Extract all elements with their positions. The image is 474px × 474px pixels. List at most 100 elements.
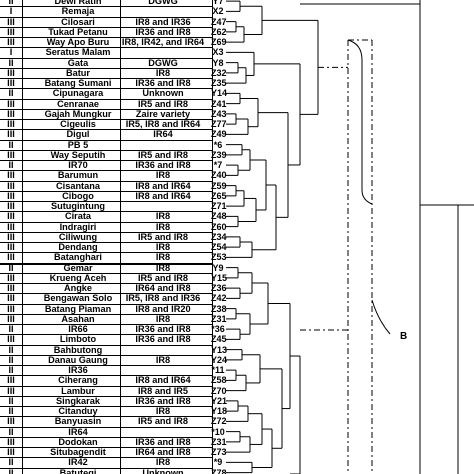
row-divider xyxy=(0,47,212,49)
row-divider xyxy=(0,180,212,182)
variety-cell: Batang Sumani xyxy=(44,78,112,88)
code-cell: X2 xyxy=(212,6,224,17)
resistance-cell: IR64 xyxy=(153,129,173,140)
variety-cell: Asahan xyxy=(61,313,95,324)
row-divider xyxy=(0,98,212,100)
variety-cell: Lambur xyxy=(61,385,95,396)
group-cell: III xyxy=(7,211,15,222)
row-divider xyxy=(0,385,212,387)
row-divider xyxy=(0,467,212,469)
row-divider xyxy=(0,283,212,284)
group-cell: II xyxy=(8,467,14,474)
resistance-cell: IR8 and IR36 xyxy=(135,16,191,27)
row-divider xyxy=(0,201,212,202)
group-cell: II xyxy=(8,160,14,170)
variety-cell: Cibogo xyxy=(62,190,94,201)
group-cell: III xyxy=(7,108,15,119)
group-cell: III xyxy=(7,375,15,386)
group-cell: III xyxy=(7,252,15,263)
variety-cell: Gajah Mungkur xyxy=(44,108,112,119)
resistance-cell: IR36 and IR8 xyxy=(135,334,191,345)
code-cell: Z70 xyxy=(211,385,227,396)
code-cell: Z62 xyxy=(211,26,227,37)
group-cell: III xyxy=(7,98,15,109)
resistance-cell: IR8 xyxy=(155,67,171,78)
variety-cell: Banyuasin xyxy=(54,416,102,427)
code-cell: Y21 xyxy=(211,395,228,406)
row-divider xyxy=(0,119,212,120)
row-divider xyxy=(0,57,212,59)
code-cell: Y15 xyxy=(211,272,228,283)
resistance-cell: IR8 xyxy=(155,457,171,468)
resistance-cell: IR5 and IR8 xyxy=(137,98,189,109)
variety-cell: Ciliwung xyxy=(58,231,98,242)
column-divider xyxy=(22,0,23,474)
variety-cell: Batang Piaman xyxy=(44,303,112,314)
row-divider xyxy=(0,67,212,69)
cluster-brace xyxy=(371,299,391,335)
code-cell: Y14 xyxy=(211,88,228,99)
code-cell: Z65 xyxy=(211,190,227,201)
group-cell: III xyxy=(7,436,15,447)
code-cell: Z38 xyxy=(211,303,227,314)
group-cell: II xyxy=(8,0,14,6)
code-cell: *9 xyxy=(213,457,223,468)
group-cell: III xyxy=(7,221,15,232)
resistance-cell: IR5, IR8 and IR36 xyxy=(125,293,201,304)
row-divider xyxy=(0,457,212,459)
row-divider xyxy=(0,170,212,172)
variety-cell: Cilosari xyxy=(61,16,95,27)
group-cell: III xyxy=(7,119,15,129)
row-divider xyxy=(0,395,212,397)
variety-cell: IR64 xyxy=(68,426,88,437)
code-cell: Z32 xyxy=(211,67,227,78)
resistance-cell: IR8 and IR64 xyxy=(135,375,191,386)
code-cell: Z43 xyxy=(211,108,227,119)
code-cell: Y9 xyxy=(212,262,224,273)
row-divider xyxy=(0,344,212,346)
code-cell: Z53 xyxy=(211,252,227,263)
row-divider xyxy=(0,262,212,265)
variety-cell: Bengawan Solo xyxy=(43,293,113,304)
group-cell: III xyxy=(7,201,15,211)
group-cell: II xyxy=(8,88,14,99)
variety-cell: Citanduy xyxy=(58,406,98,416)
group-cell: III xyxy=(7,293,15,304)
row-divider xyxy=(0,406,212,407)
variety-cell: Batutegi xyxy=(59,467,97,474)
code-cell: Z78 xyxy=(211,467,227,474)
resistance-cell: IR5 and IR8 xyxy=(137,272,189,283)
resistance-cell: IR8 xyxy=(155,313,171,324)
variety-cell: Cisantana xyxy=(56,180,100,191)
row-divider xyxy=(0,365,212,366)
code-cell: *6 xyxy=(213,139,223,150)
resistance-cell: IR64 and IR8 xyxy=(135,283,191,293)
variety-cell: Seratus Malam xyxy=(45,47,111,58)
row-divider xyxy=(0,6,212,8)
group-cell: III xyxy=(7,170,15,181)
code-cell: Z39 xyxy=(211,149,227,160)
variety-cell: Way Seputih xyxy=(50,149,106,160)
group-cell: II xyxy=(8,354,14,365)
code-cell: Z49 xyxy=(211,129,227,140)
code-cell: Z40 xyxy=(211,170,227,181)
resistance-cell: IR8 and IR64 xyxy=(135,190,191,201)
variety-cell: PB 5 xyxy=(67,139,89,150)
code-cell: Z42 xyxy=(211,293,227,304)
